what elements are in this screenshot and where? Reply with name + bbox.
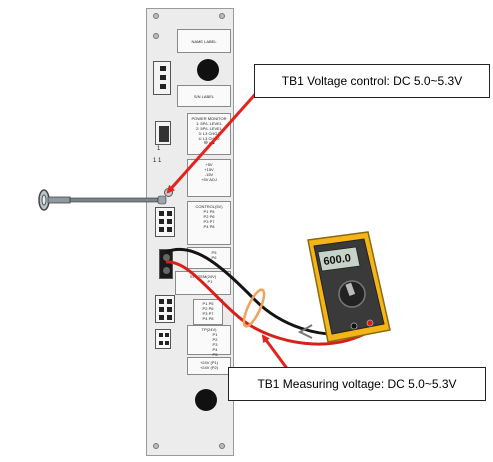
multimeter: 600.0 [297,231,391,343]
mounting-screw-top-left [153,13,159,19]
sn-label: S/N LABEL [177,85,231,107]
wire-highlight-ring [242,288,266,328]
tp-pin: P4 [212,347,218,352]
control-connector [155,207,175,237]
control-pin: P2 [203,214,209,219]
system-pin: P1 [207,279,213,284]
power-connector [153,61,171,95]
p5-label: P5 [211,250,217,255]
black-probe-wire [165,247,357,336]
name-label-text: NAME LABEL [191,38,217,44]
output-label: +24V (P1) [199,360,219,365]
callout-voltage-control: TB1 Voltage control: DC 5.0~5.3V [254,64,490,98]
mounting-screw-top-right [219,13,225,19]
mark-1: 1 [157,146,161,152]
control-pin: P1 [203,209,209,214]
group-pin: P7 [208,311,214,316]
tp-connector [155,329,171,349]
group-pin: P4 [202,316,208,321]
system-title: SYSTEM(24V) [189,274,217,279]
multimeter-display: 600.0 [323,252,352,268]
power-monitor-line: 1: 5P/L LEVEL [195,121,223,126]
control-pin: P4 [203,224,209,229]
control-pin: P5 [209,209,215,214]
group-pin: P5 [208,301,214,306]
control-pin: P8 [209,224,215,229]
output-label: +24V (P2) [199,365,219,370]
group-pin: P3 [202,311,208,316]
callout-measuring-voltage-text: TB1 Measuring voltage: DC 5.0~5.3V [257,377,457,391]
group-pin: P8 [208,316,214,321]
signal-connector [155,295,175,323]
p6-label: P6 [211,255,217,260]
callout-measuring-voltage: TB1 Measuring voltage: DC 5.0~5.3V [228,367,486,401]
outputs-box: +24V (P1) +24V (P2) [187,357,231,375]
tb1-terminal-block[interactable] [159,249,173,279]
multimeter-port-red [366,319,374,327]
pins-group-box: P1 P5 P2 P6 P3 P7 P4 P8 [193,299,223,325]
tp-pin: P3 [212,342,218,347]
tp-title: TP(24V) [201,327,217,332]
group-pin: P1 [202,301,208,306]
power-monitor-line: 3: L3 CHG1 [198,131,220,136]
voltage-label-15v: +15V [204,167,214,172]
name-label: NAME LABEL [177,29,231,53]
mounting-screw-bottom-right [219,443,225,449]
voltage-label-5v-adj: +5V ADJ [201,177,217,182]
sn-label-text: S/N LABEL [193,93,215,99]
round-knob [197,59,219,81]
control-pin: P7 [209,219,215,224]
tp-pin: P2 [212,337,218,342]
control-box: CONTROL(5V) P1 P5 P2 P6 P3 P7 P4 P8 [187,201,231,245]
group-pin: P6 [208,306,214,311]
tp-pin: P5 [212,352,218,357]
arrow-voltage-control [166,79,270,194]
control-pin: P6 [209,214,215,219]
power-supply-panel: NAME LABEL S/N LABEL POWER MONITOR 1: 5P… [146,8,234,456]
power-monitor-line: 4: L3 CHG2 [198,136,220,141]
monitor-connector [155,121,171,145]
voltage-label-neg15v: -15V [204,172,214,177]
callout-voltage-control-text: TB1 Voltage control: DC 5.0~5.3V [281,74,463,88]
voltage-box: +5V +15V -15V +5V ADJ [187,159,231,197]
voltage-label-5v: +5V [205,162,213,167]
power-monitor-box: POWER MONITOR 1: 5P/L LEVEL 2: 5P/L LEVE… [187,113,231,155]
control-title: CONTROL(5V) [195,204,223,209]
control-pin: P3 [203,219,209,224]
mark-1-1: 1 1 [153,158,162,164]
group-pin: P2 [202,306,208,311]
mounting-screw-bottom-left [153,443,159,449]
tp-pin: P1 [212,332,218,337]
screwdriver [38,189,167,211]
tp-box: TP(24V) P1 P2 P3 P4 P5 [187,325,231,357]
mounting-screw-left [153,33,159,39]
power-monitor-title: POWER MONITOR [191,116,227,121]
bottom-knob [195,389,217,411]
power-monitor-line: 2: 5P/L LEVEL [195,126,223,131]
multimeter-port-black [350,322,358,330]
